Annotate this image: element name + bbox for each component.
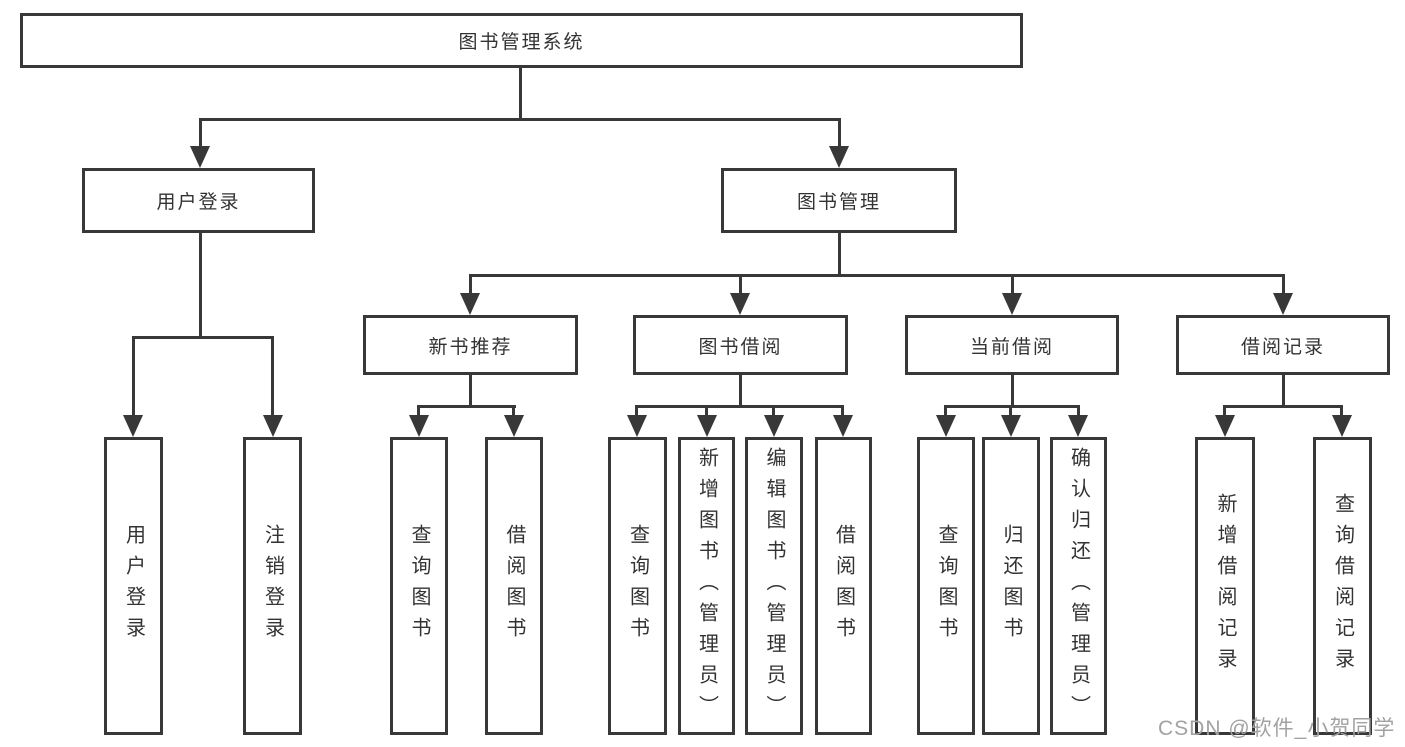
arrowhead-to-user-login: [190, 146, 210, 168]
arrowhead-to-records-query: [1332, 415, 1352, 437]
connector-current-stem: [1011, 375, 1014, 407]
connector-login-stem: [199, 233, 202, 338]
leaf-current-query-books-label: 查询图书: [935, 524, 957, 648]
leaf-logout-label: 注销登录: [261, 524, 284, 648]
leaf-borrowing-edit-books-label: 编辑图书（管理员）: [763, 446, 785, 726]
leaf-recommend-query-books-label: 查询图书: [408, 524, 430, 648]
node-user-login-branch: 用户登录: [82, 168, 315, 233]
node-borrowing-records-label: 借阅记录: [1240, 336, 1325, 358]
arrowhead-to-recommend-borrow: [504, 415, 524, 437]
connector-recommend-stem: [469, 375, 472, 407]
connector-borrowing-drop-4: [841, 405, 844, 417]
leaf-borrowing-add-books: 新增图书（管理员）: [678, 437, 735, 735]
connector-l3-hbar: [469, 274, 1285, 277]
connector-mgmt-stem: [838, 233, 841, 277]
connector-borrowing-drop-2: [705, 405, 708, 417]
node-book-management-branch: 图书管理: [721, 168, 957, 233]
csdn-watermark: CSDN @软件_小贺同学: [1158, 717, 1396, 740]
leaf-recommend-query-books: 查询图书: [390, 437, 448, 735]
node-new-book-recommend: 新书推荐: [363, 315, 578, 375]
node-new-book-recommend-label: 新书推荐: [428, 336, 513, 358]
leaf-records-query-record: 查询借阅记录: [1313, 437, 1372, 735]
arrowhead-to-leaf-user-login: [123, 415, 143, 437]
connector-current-drop-1: [944, 405, 947, 417]
leaf-borrowing-borrow-books: 借阅图书: [815, 437, 872, 735]
connector-login-hbar: [132, 336, 274, 339]
leaf-borrowing-add-books-label: 新增图书（管理员）: [695, 446, 718, 726]
connector-login-leaf-drop-1: [132, 336, 135, 417]
arrowhead-to-current-query: [936, 415, 956, 437]
leaf-borrowing-query-books: 查询图书: [608, 437, 667, 735]
arrowhead-to-borrowing-query: [627, 415, 647, 437]
connector-borrowing-stem: [739, 375, 742, 407]
leaf-logout: 注销登录: [243, 437, 302, 735]
arrowhead-to-recommend-query: [409, 415, 429, 437]
arrowhead-to-current-confirm: [1068, 415, 1088, 437]
node-root-system: 图书管理系统: [20, 13, 1023, 68]
connector-root-stem: [519, 68, 522, 121]
leaf-recommend-borrow-books: 借阅图书: [485, 437, 543, 735]
connector-login-drop: [199, 118, 202, 148]
connector-borrowing-drop-1: [635, 405, 638, 417]
arrowhead-to-new-book-recommend: [460, 293, 480, 315]
leaf-records-add-record: 新增借阅记录: [1195, 437, 1255, 735]
leaf-borrowing-query-books-label: 查询图书: [626, 524, 649, 648]
arrowhead-to-records-add: [1215, 415, 1235, 437]
node-user-login-label: 用户登录: [156, 192, 241, 213]
leaf-user-login: 用户登录: [104, 437, 163, 735]
leaf-current-query-books: 查询图书: [917, 437, 975, 735]
arrowhead-to-book-management: [829, 146, 849, 168]
connector-records-stem: [1282, 375, 1285, 407]
connector-mgmt-drop: [838, 118, 841, 148]
connector-recommend-drop-1: [417, 405, 420, 417]
connector-recommend-hbar: [417, 405, 516, 408]
node-root-label: 图书管理系统: [458, 32, 585, 53]
leaf-current-confirm-return-label: 确认归还（管理员）: [1067, 446, 1090, 726]
arrowhead-to-book-borrowing: [730, 293, 750, 315]
connector-l3-drop-4: [1282, 274, 1285, 295]
connector-l3-drop-3: [1011, 274, 1014, 295]
arrowhead-to-current-borrowing: [1002, 293, 1022, 315]
connector-records-drop-2: [1340, 405, 1343, 417]
arrowhead-to-leaf-logout: [263, 415, 283, 437]
leaf-current-return-books: 归还图书: [982, 437, 1040, 735]
connector-records-hbar: [1223, 405, 1343, 408]
leaf-records-add-record-label: 新增借阅记录: [1214, 493, 1236, 679]
arrowhead-to-borrowing-records: [1273, 293, 1293, 315]
leaf-current-return-books-label: 归还图书: [1000, 524, 1022, 648]
node-borrowing-records: 借阅记录: [1176, 315, 1390, 375]
connector-borrowing-hbar: [635, 405, 843, 408]
leaf-borrowing-edit-books: 编辑图书（管理员）: [745, 437, 803, 735]
leaf-user-login-label: 用户登录: [122, 524, 145, 648]
connector-current-drop-3: [1077, 405, 1080, 417]
leaf-current-confirm-return: 确认归还（管理员）: [1050, 437, 1107, 735]
connector-root-hbar: [199, 118, 841, 121]
leaf-borrowing-borrow-books-label: 借阅图书: [832, 524, 855, 648]
node-book-management-label: 图书管理: [796, 192, 881, 213]
connector-l3-drop-2: [739, 274, 742, 295]
connector-borrowing-drop-3: [772, 405, 775, 417]
node-current-borrowing: 当前借阅: [905, 315, 1119, 375]
leaf-recommend-borrow-books-label: 借阅图书: [503, 524, 525, 648]
node-book-borrowing: 图书借阅: [633, 315, 848, 375]
connector-recommend-drop-2: [512, 405, 515, 417]
node-current-borrowing-label: 当前借阅: [969, 336, 1054, 358]
connector-l3-drop-1: [469, 274, 472, 295]
leaf-records-query-record-label: 查询借阅记录: [1331, 493, 1354, 679]
connector-records-drop-1: [1223, 405, 1226, 417]
arrowhead-to-current-return: [1001, 415, 1021, 437]
connector-login-leaf-drop-2: [271, 336, 274, 417]
arrowhead-to-borrowing-edit: [764, 415, 784, 437]
arrowhead-to-borrowing-add: [697, 415, 717, 437]
arrowhead-to-borrowing-borrow: [833, 415, 853, 437]
connector-current-drop-2: [1009, 405, 1012, 417]
node-book-borrowing-label: 图书借阅: [698, 336, 783, 358]
